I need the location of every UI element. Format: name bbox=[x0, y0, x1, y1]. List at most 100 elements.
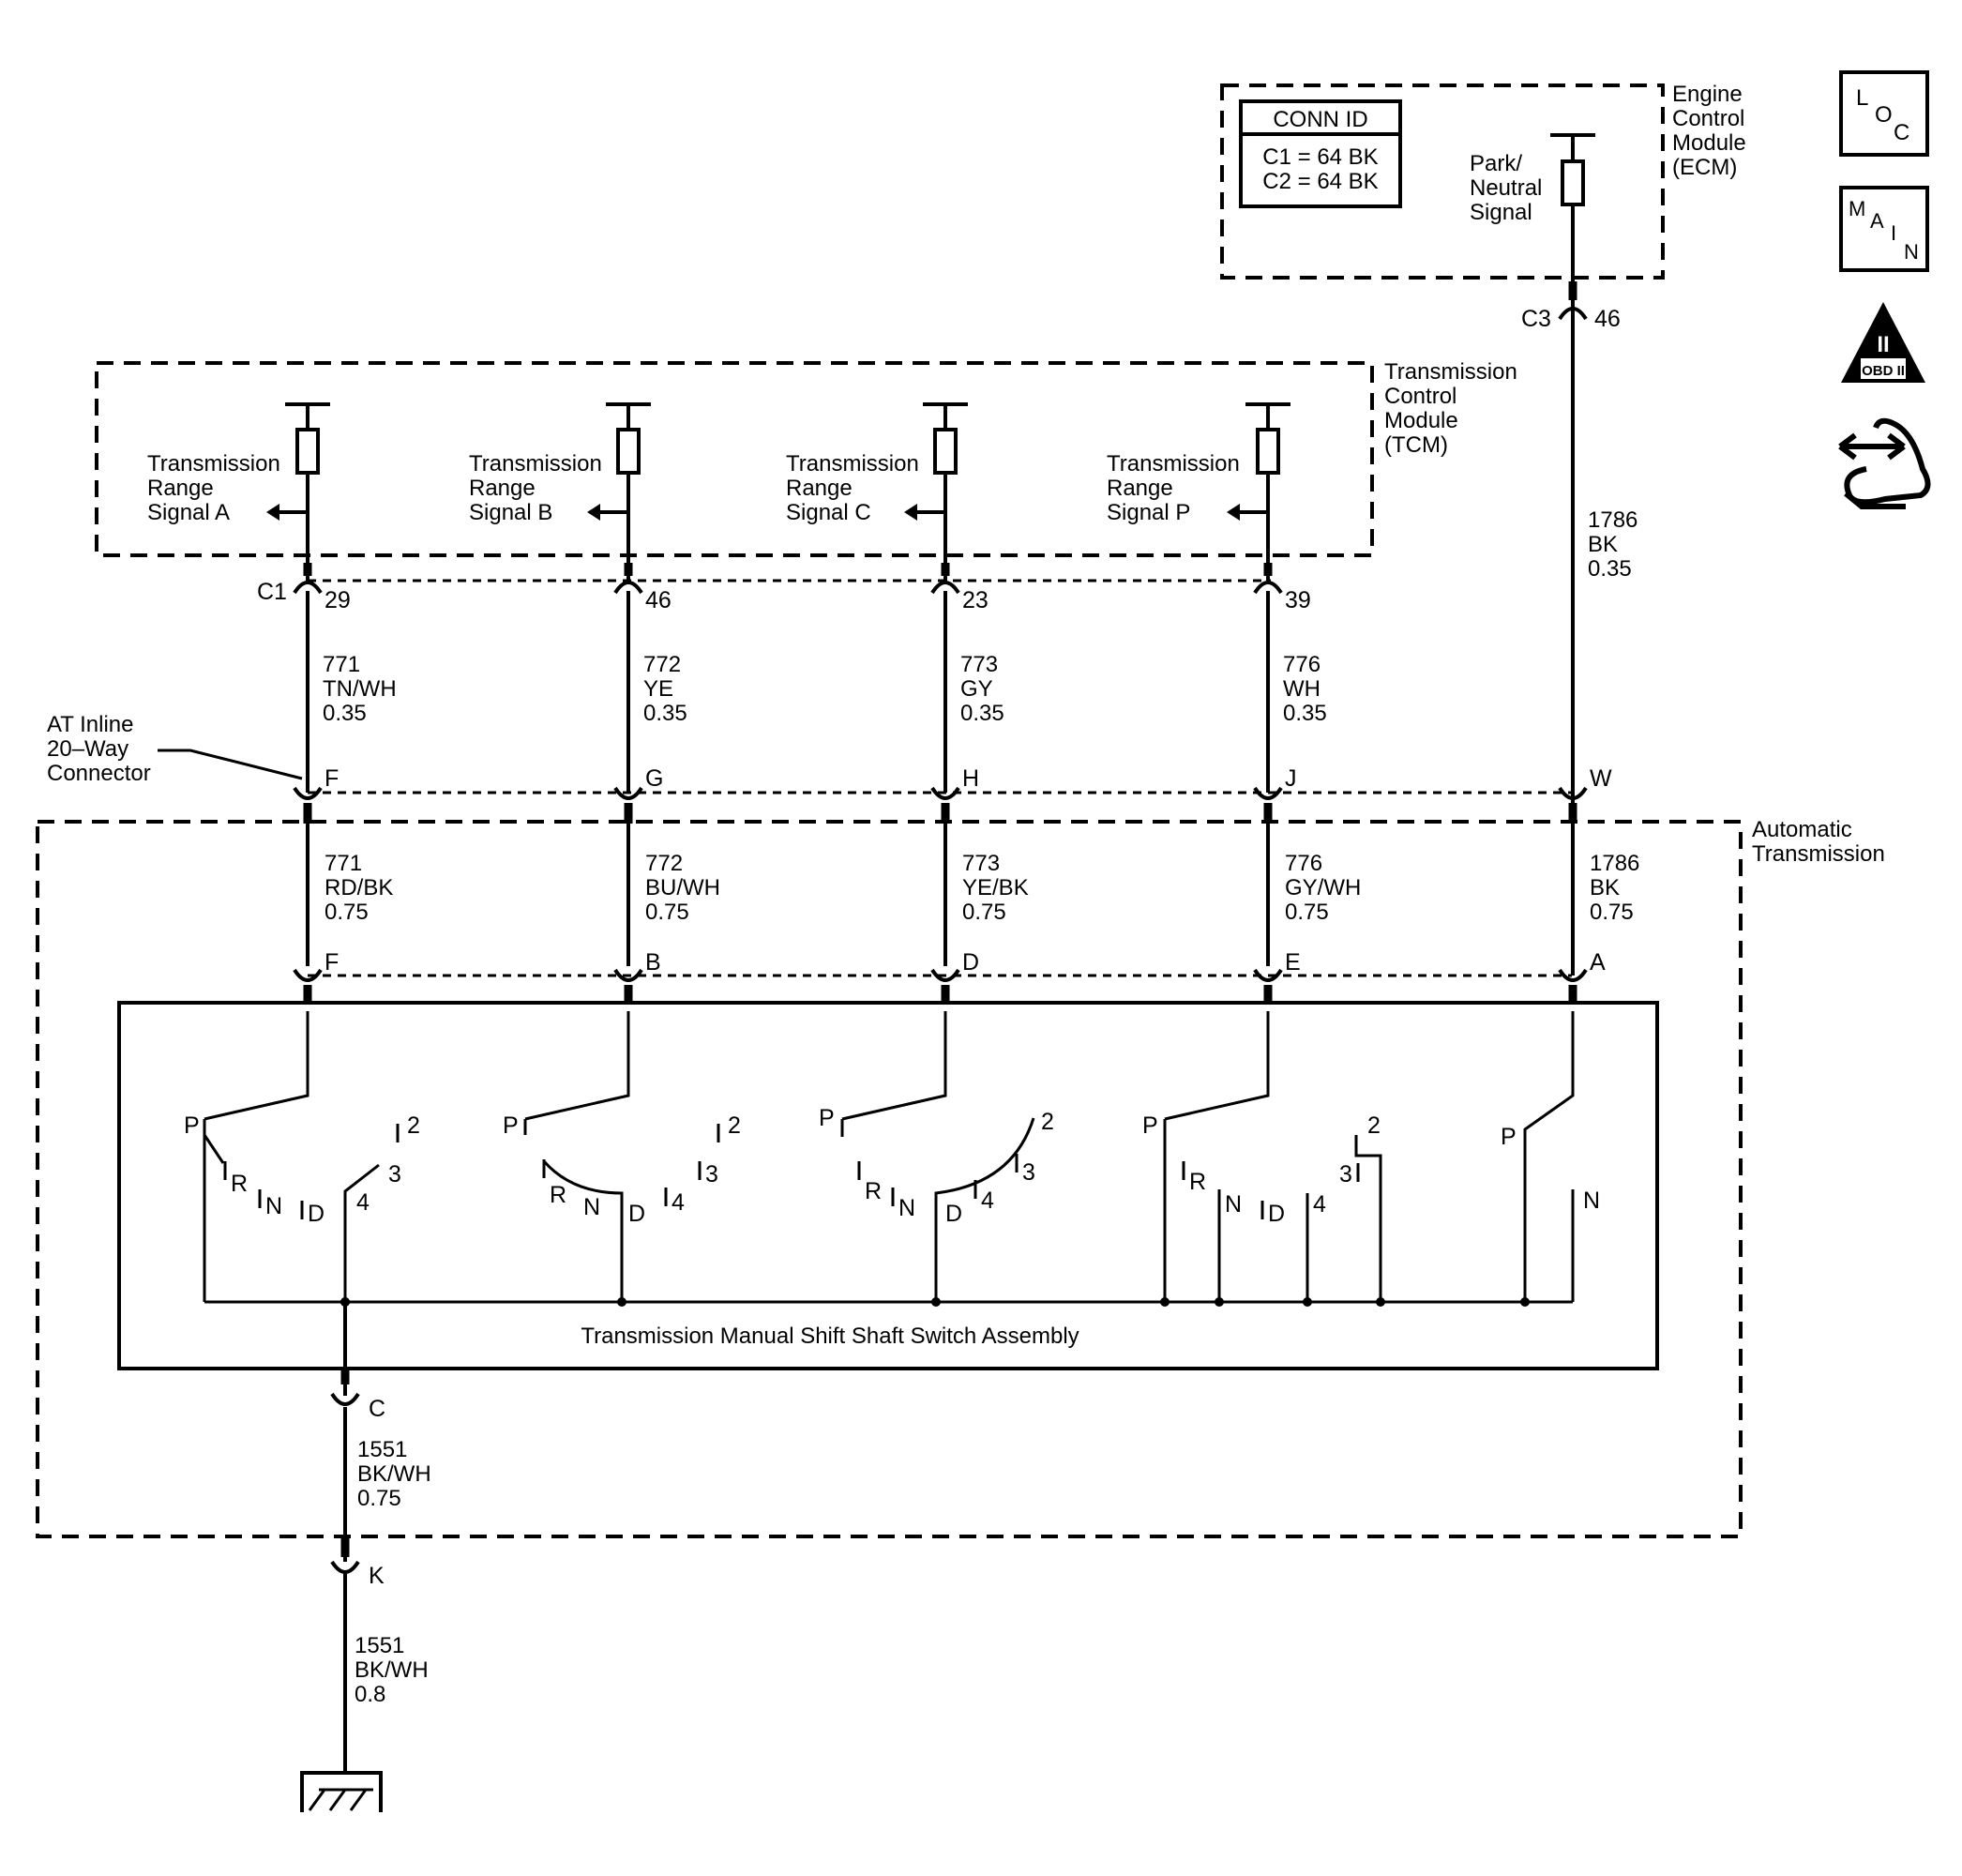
inline-label-3: Connector bbox=[47, 761, 151, 786]
wire-label-upper: 1786 bbox=[1588, 507, 1638, 533]
inline-terminal bbox=[1253, 786, 1283, 800]
tcm-name-3: Module bbox=[1384, 408, 1458, 433]
inline-terminal bbox=[930, 786, 960, 800]
switch-label-2: 2 bbox=[728, 1112, 741, 1139]
pin-k-terminal bbox=[330, 1560, 360, 1574]
c1-terminal bbox=[293, 581, 323, 595]
park-neutral-resistor bbox=[1561, 159, 1585, 206]
ecm-name-4: (ECM) bbox=[1672, 155, 1737, 180]
ground-wire-outside-3: 0.8 bbox=[355, 1682, 385, 1707]
switch-label-r: R bbox=[231, 1171, 248, 1197]
loc-icon[interactable]: L O C bbox=[1839, 70, 1929, 157]
switch-terminal bbox=[293, 968, 323, 982]
park-neutral-label-1: Park/ bbox=[1470, 151, 1522, 176]
switch-label-d: D bbox=[1268, 1201, 1285, 1227]
obd-text: OBD II bbox=[1862, 363, 1905, 379]
inline-pin-label: H bbox=[962, 765, 979, 792]
c3-pin-46: 46 bbox=[1594, 306, 1621, 332]
c3-connector-label: C3 bbox=[1521, 306, 1551, 332]
switch-label-n: N bbox=[265, 1193, 282, 1219]
loc-icon-l: L bbox=[1856, 85, 1868, 111]
ecm-name-1: Engine bbox=[1672, 82, 1743, 107]
switch-group-pn: PN bbox=[1501, 1011, 1600, 1307]
tcm-name-4: (TCM) bbox=[1384, 432, 1448, 458]
wire-label-upper: TN/WH bbox=[323, 676, 397, 702]
wire-label-upper: 0.35 bbox=[960, 701, 1004, 726]
switch-terminal bbox=[613, 968, 643, 982]
automatic-transmission-module: Automatic Transmission bbox=[36, 817, 1885, 1538]
wire-label-lower: BK bbox=[1590, 875, 1620, 900]
main-icon-m: M bbox=[1849, 197, 1865, 220]
switch-label-d: D bbox=[945, 1201, 962, 1227]
c1-pin-label: 29 bbox=[324, 587, 351, 613]
service-hand-icon[interactable] bbox=[1838, 417, 1931, 509]
wire-label-upper: 0.35 bbox=[1283, 701, 1327, 726]
c1-pin-label: 46 bbox=[645, 587, 672, 613]
wire-label-lower: 0.75 bbox=[962, 900, 1006, 925]
switch-label-3: 3 bbox=[1022, 1159, 1035, 1186]
main-icon-n: N bbox=[1904, 240, 1919, 264]
wire-label-upper: WH bbox=[1283, 676, 1321, 702]
c1-terminal bbox=[1253, 581, 1283, 595]
switch-terminal bbox=[930, 968, 960, 982]
wire-label-lower: 0.75 bbox=[645, 900, 689, 925]
ecm-name-2: Control bbox=[1672, 106, 1744, 131]
switch-label-4: 4 bbox=[672, 1189, 685, 1216]
ecm-module: Engine Control Module (ECM) CONN ID C1 =… bbox=[1220, 82, 1746, 280]
wire-label-upper: 776 bbox=[1283, 652, 1321, 677]
park-neutral-label-3: Signal bbox=[1470, 200, 1532, 225]
switch-label-r: R bbox=[550, 1182, 566, 1208]
inline-pin-label: F bbox=[324, 765, 339, 792]
switch-label-p: P bbox=[503, 1112, 519, 1139]
c1-terminal bbox=[613, 581, 643, 595]
switch-label-n: N bbox=[898, 1195, 915, 1221]
conn-id-c2: C2 = 64 BK bbox=[1262, 169, 1378, 194]
switch-b-rnd-arc bbox=[542, 1160, 624, 1302]
inline-terminal bbox=[613, 786, 643, 800]
pin-c-terminal bbox=[330, 1392, 360, 1406]
switch-terminal bbox=[1558, 968, 1588, 982]
tcm-signal-label: Range bbox=[786, 476, 853, 501]
tcm-signal-resistor bbox=[295, 428, 320, 475]
tcm-signal-label: Transmission bbox=[469, 451, 602, 477]
switch-label-p: P bbox=[1501, 1124, 1517, 1150]
wire-label-upper: BK bbox=[1588, 532, 1618, 557]
tcm-signal-resistor bbox=[933, 428, 958, 475]
wire-label-lower: 1786 bbox=[1590, 851, 1639, 876]
tcm-signal-label: Range bbox=[1107, 476, 1173, 501]
wire-label-lower: BU/WH bbox=[645, 875, 720, 900]
wire-label-upper: 0.35 bbox=[1588, 556, 1632, 582]
obd-ii-icon[interactable]: II OBD II bbox=[1841, 302, 1925, 383]
switch-label-p: P bbox=[1142, 1112, 1158, 1139]
switch-label-3: 3 bbox=[705, 1161, 718, 1188]
switch-label-d: D bbox=[308, 1201, 324, 1227]
tcm-signal-label: Signal B bbox=[469, 500, 552, 525]
wire-label-lower: 772 bbox=[645, 851, 683, 876]
inline-pin-label: J bbox=[1285, 765, 1297, 792]
wire-label-upper: 771 bbox=[323, 652, 360, 677]
switch-label-4: 4 bbox=[981, 1188, 994, 1214]
conn-id-box bbox=[1239, 99, 1402, 208]
switch-pin-label: F bbox=[324, 949, 339, 976]
wire-label-lower: RD/BK bbox=[324, 875, 393, 900]
tcm-signal-resistor bbox=[1256, 428, 1280, 475]
inline-pin-label: W bbox=[1590, 765, 1612, 792]
c1-connector-label: C1 bbox=[257, 579, 287, 605]
obd-roman: II bbox=[1877, 332, 1889, 357]
switch-label-3: 3 bbox=[388, 1161, 401, 1188]
at-name-1: Automatic bbox=[1752, 817, 1852, 842]
switch-label-d: D bbox=[628, 1201, 645, 1227]
switch-label-2: 2 bbox=[1367, 1112, 1381, 1139]
main-icon[interactable]: M A I N bbox=[1839, 186, 1929, 272]
wire-label-upper: 772 bbox=[643, 652, 681, 677]
tcm-signal-label: Transmission bbox=[786, 451, 919, 477]
inline-label-1: AT Inline bbox=[47, 712, 134, 737]
switch-pin-label: B bbox=[645, 949, 661, 976]
tcm-signal-label: Signal C bbox=[786, 500, 871, 525]
